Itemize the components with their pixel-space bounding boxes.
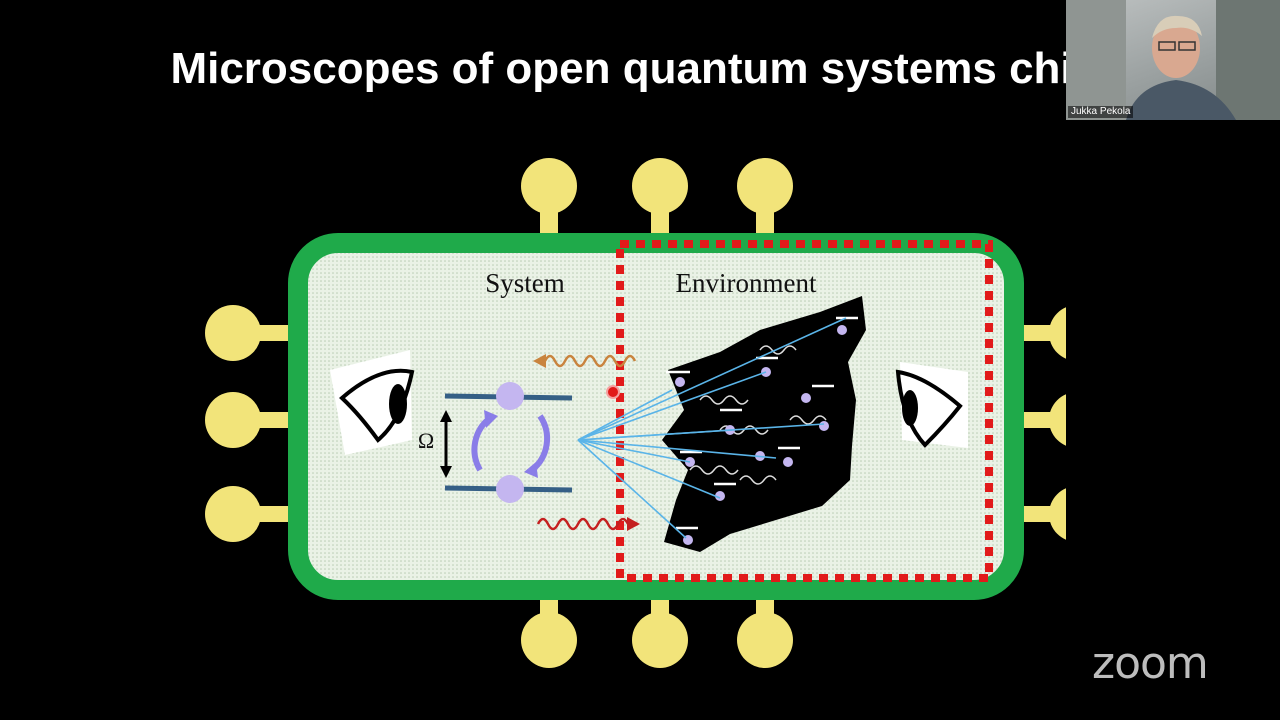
system-label: System — [485, 268, 565, 298]
bond-pads-right — [1018, 307, 1066, 540]
left-eye-icon — [330, 350, 415, 455]
absorbed-photon-arrow — [536, 517, 640, 531]
chip-diagram: System Environment Ω — [205, 158, 1066, 668]
zoom-logo: zoom — [1092, 638, 1209, 689]
environment-label: Environment — [676, 268, 817, 298]
environment-boundary — [616, 240, 993, 582]
emitted-photon-arrow — [533, 354, 637, 368]
environment-bath — [662, 296, 866, 552]
bond-pads-left — [205, 305, 292, 542]
laser-pointer — [606, 385, 620, 399]
two-level-system — [444, 382, 573, 503]
omega-label: Ω — [418, 428, 434, 453]
coupling-arrows — [577, 317, 847, 539]
speaker-video-frame — [1066, 0, 1280, 120]
participant-video[interactable]: Jukka Pekola — [1066, 0, 1280, 120]
right-eye-icon — [895, 362, 968, 448]
bond-pads-bottom — [521, 598, 793, 668]
bond-pads-top — [521, 158, 793, 235]
slide-title: Microscopes of open quantum systems chip — [170, 44, 1100, 93]
omega-arrow — [440, 410, 452, 478]
speaker-name-label: Jukka Pekola — [1068, 106, 1134, 118]
